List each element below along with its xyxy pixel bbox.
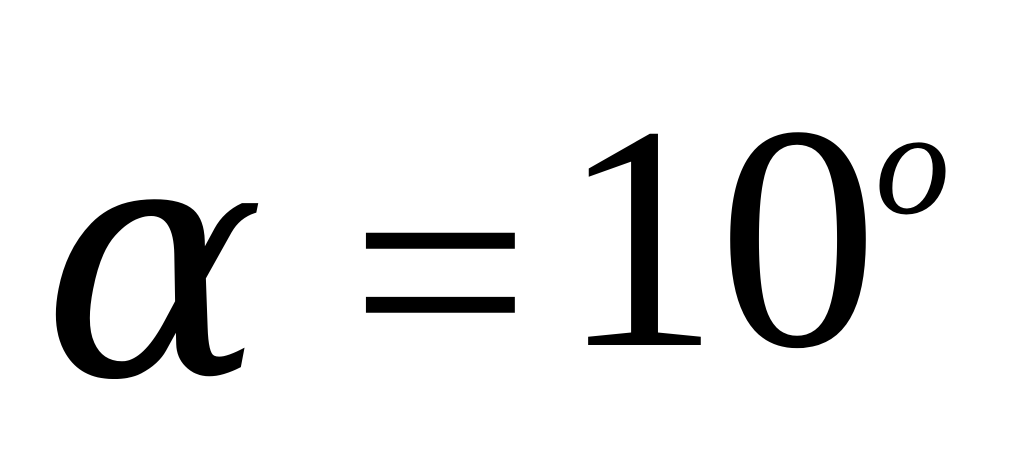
math-equation: α = 10 o [42, 61, 950, 432]
alpha-symbol: α [42, 69, 265, 453]
value-number: 10 [560, 61, 878, 415]
degree-superscript: o [875, 80, 950, 246]
equals-sign: = [350, 95, 531, 449]
